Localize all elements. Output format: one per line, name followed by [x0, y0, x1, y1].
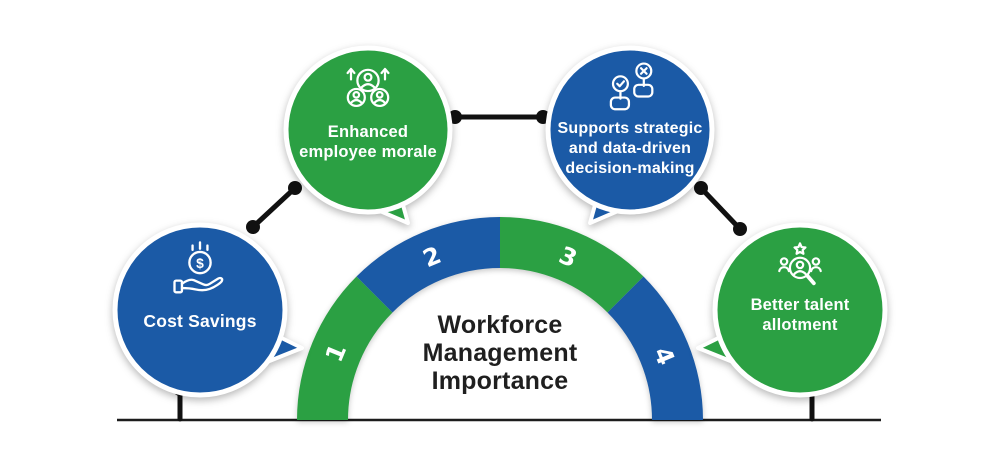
arc-number-1: 1	[319, 339, 353, 367]
diagram-title: Workforce Management Importance	[422, 311, 578, 395]
team-growth-arrows-icon	[346, 67, 390, 108]
bubble-circle	[712, 222, 888, 398]
bubble-label-talent-allotment: Better talent allotment	[750, 296, 850, 334]
arc-segment-2	[356, 217, 500, 313]
bubble-talent-allotment	[696, 222, 888, 398]
bubble-label-cost-savings: Cost Savings	[143, 311, 257, 331]
connector-bubble3-bubble4	[694, 181, 747, 236]
connector-bubble1-bubble2	[246, 181, 302, 234]
arc-segment-3	[500, 217, 644, 313]
hands-check-cross-signs-icon	[609, 62, 654, 111]
arc-number-4: 4	[647, 342, 681, 370]
talent-search-magnifier-icon	[778, 242, 822, 286]
arc-number-3: 3	[554, 240, 582, 274]
bubble-cost-savings	[112, 222, 304, 398]
hand-receiving-dollar-coin-icon: $	[173, 241, 224, 294]
arc-segment-4	[607, 276, 703, 420]
svg-text:$: $	[196, 255, 204, 271]
bubble-label-employee-morale: Enhanced employee morale	[299, 123, 437, 161]
bubble-label-decision-making: Supports strategic and data-driven decis…	[557, 120, 703, 177]
bubble-circle	[112, 222, 288, 398]
semicircle-arc	[297, 217, 703, 420]
bubble-circle	[545, 45, 715, 215]
arc-segment-1	[297, 276, 393, 420]
arc-number-2: 2	[418, 240, 446, 274]
bubble-decision-making	[545, 45, 715, 225]
bubble-circle	[283, 45, 453, 215]
bubble-employee-morale	[283, 45, 453, 225]
